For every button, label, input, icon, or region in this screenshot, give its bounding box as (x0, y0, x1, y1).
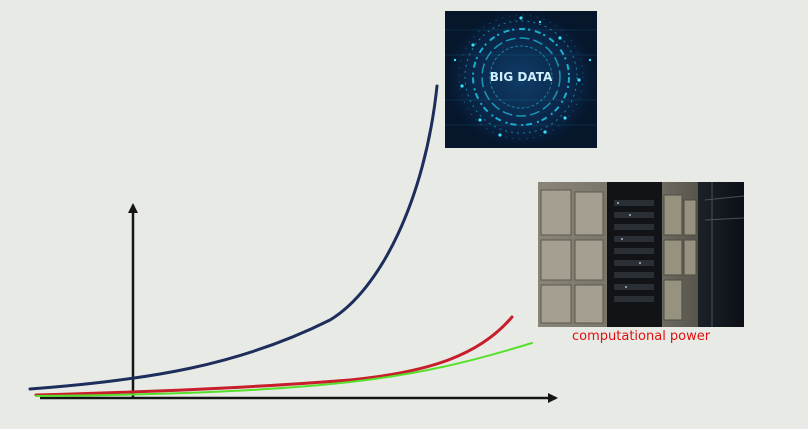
computational-power-caption: computational power (572, 329, 711, 344)
big-data-label: BIG DATA (490, 70, 553, 84)
big-data-curve (28, 84, 439, 391)
red-growth-curve (34, 315, 514, 397)
server-room-image (538, 182, 745, 327)
computational-power-curve (35, 342, 533, 397)
big-data-image: BIG DATA (445, 11, 597, 148)
